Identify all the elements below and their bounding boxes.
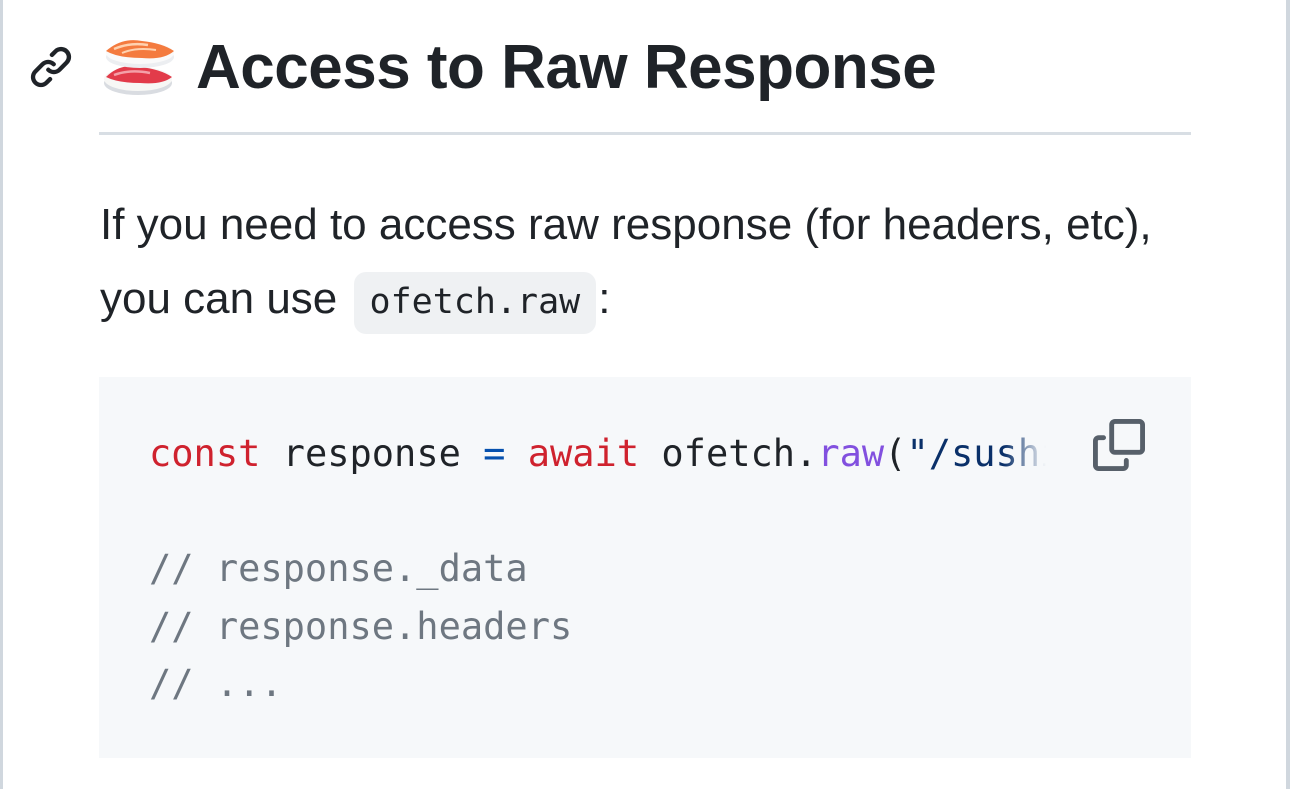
code-space [260, 432, 282, 475]
description-paragraph: If you need to access raw response (for … [100, 188, 1190, 339]
code-line-3: // response._data [149, 547, 528, 590]
copy-code-button[interactable] [1091, 417, 1147, 473]
code-variable: response [282, 432, 461, 475]
code-space [639, 432, 661, 475]
code-line-4: // response.headers [149, 604, 573, 648]
heading-anchor-link[interactable] [28, 44, 74, 90]
code-paren: ( [884, 432, 907, 475]
code-function: raw [817, 432, 885, 475]
code-overflow-fade [1004, 417, 1064, 487]
sushi-emoji-icon [100, 33, 178, 99]
code-block: const response = await ofetch.raw("/sush… [99, 377, 1191, 758]
page-left-border [0, 0, 3, 789]
code-line-5: // ... [149, 662, 283, 705]
code-keyword-await: await [527, 432, 640, 475]
code-content: const response = await ofetch.raw("/sush… [149, 425, 1049, 713]
section-title: Access to Raw Response [196, 33, 937, 102]
heading-divider [99, 132, 1191, 135]
code-line-2 [149, 483, 1049, 541]
code-space [461, 432, 483, 475]
paragraph-text: If you need to access raw response (for … [100, 200, 1152, 323]
link-icon [30, 46, 72, 88]
copy-icon [1093, 419, 1145, 471]
code-operator: = [483, 432, 506, 475]
code-keyword-const: const [149, 432, 261, 475]
code-space [505, 432, 527, 475]
page-right-border [1286, 0, 1290, 789]
code-line-1: const response = await ofetch.raw("/sush… [149, 425, 1049, 483]
section-heading: Access to Raw Response [100, 20, 937, 116]
code-object: ofetch. [661, 432, 818, 475]
inline-code-ofetch-raw: ofetch.raw [353, 272, 597, 334]
paragraph-colon: : [598, 274, 611, 323]
